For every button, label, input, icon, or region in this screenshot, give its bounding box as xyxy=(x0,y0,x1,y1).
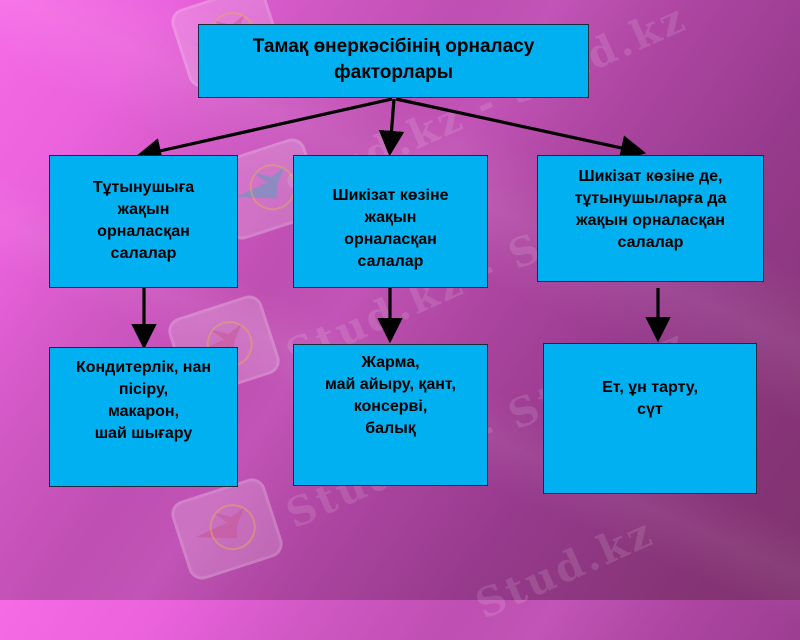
examples-box-raw-material: Жарма, май айыру, қант, консерві, балық xyxy=(293,344,488,486)
arrow-to-both xyxy=(395,97,647,161)
examples-box-consumer: Кондитерлік, нан пісіру, макарон, шай шы… xyxy=(49,347,238,487)
arrow-to-raw xyxy=(378,98,405,157)
examples-text: Ет, ұн тарту, сүт xyxy=(602,379,698,418)
category-box-both: Шикізат көзіне де, тұтынушыларға да жақы… xyxy=(537,155,764,282)
diagram-title: Тамақ өнеркәсібінің орналасу факторлары xyxy=(252,36,535,83)
arrow-to-consumer xyxy=(135,97,393,164)
examples-text: Жарма, май айыру, қант, консерві, балық xyxy=(325,354,456,437)
connector-arrows xyxy=(131,97,671,350)
category-box-consumer: Тұтынушыға жақын орналасқан салалар xyxy=(49,155,238,288)
diagram-title-box: Тамақ өнеркәсібінің орналасу факторлары xyxy=(198,24,589,98)
category-label: Шикізат көзіне жақын орналасқан салалар xyxy=(332,187,449,270)
examples-text: Кондитерлік, нан пісіру, макарон, шай шы… xyxy=(75,359,212,442)
category-box-raw-material: Шикізат көзіне жақын орналасқан салалар xyxy=(293,155,488,288)
category-label: Тұтынушыға жақын орналасқан салалар xyxy=(92,179,195,262)
watermark-logo-icon xyxy=(167,474,287,584)
examples-box-both: Ет, ұн тарту, сүт xyxy=(543,343,757,494)
category-label: Шикізат көзіне де, тұтынушыларға да жақы… xyxy=(574,168,727,251)
